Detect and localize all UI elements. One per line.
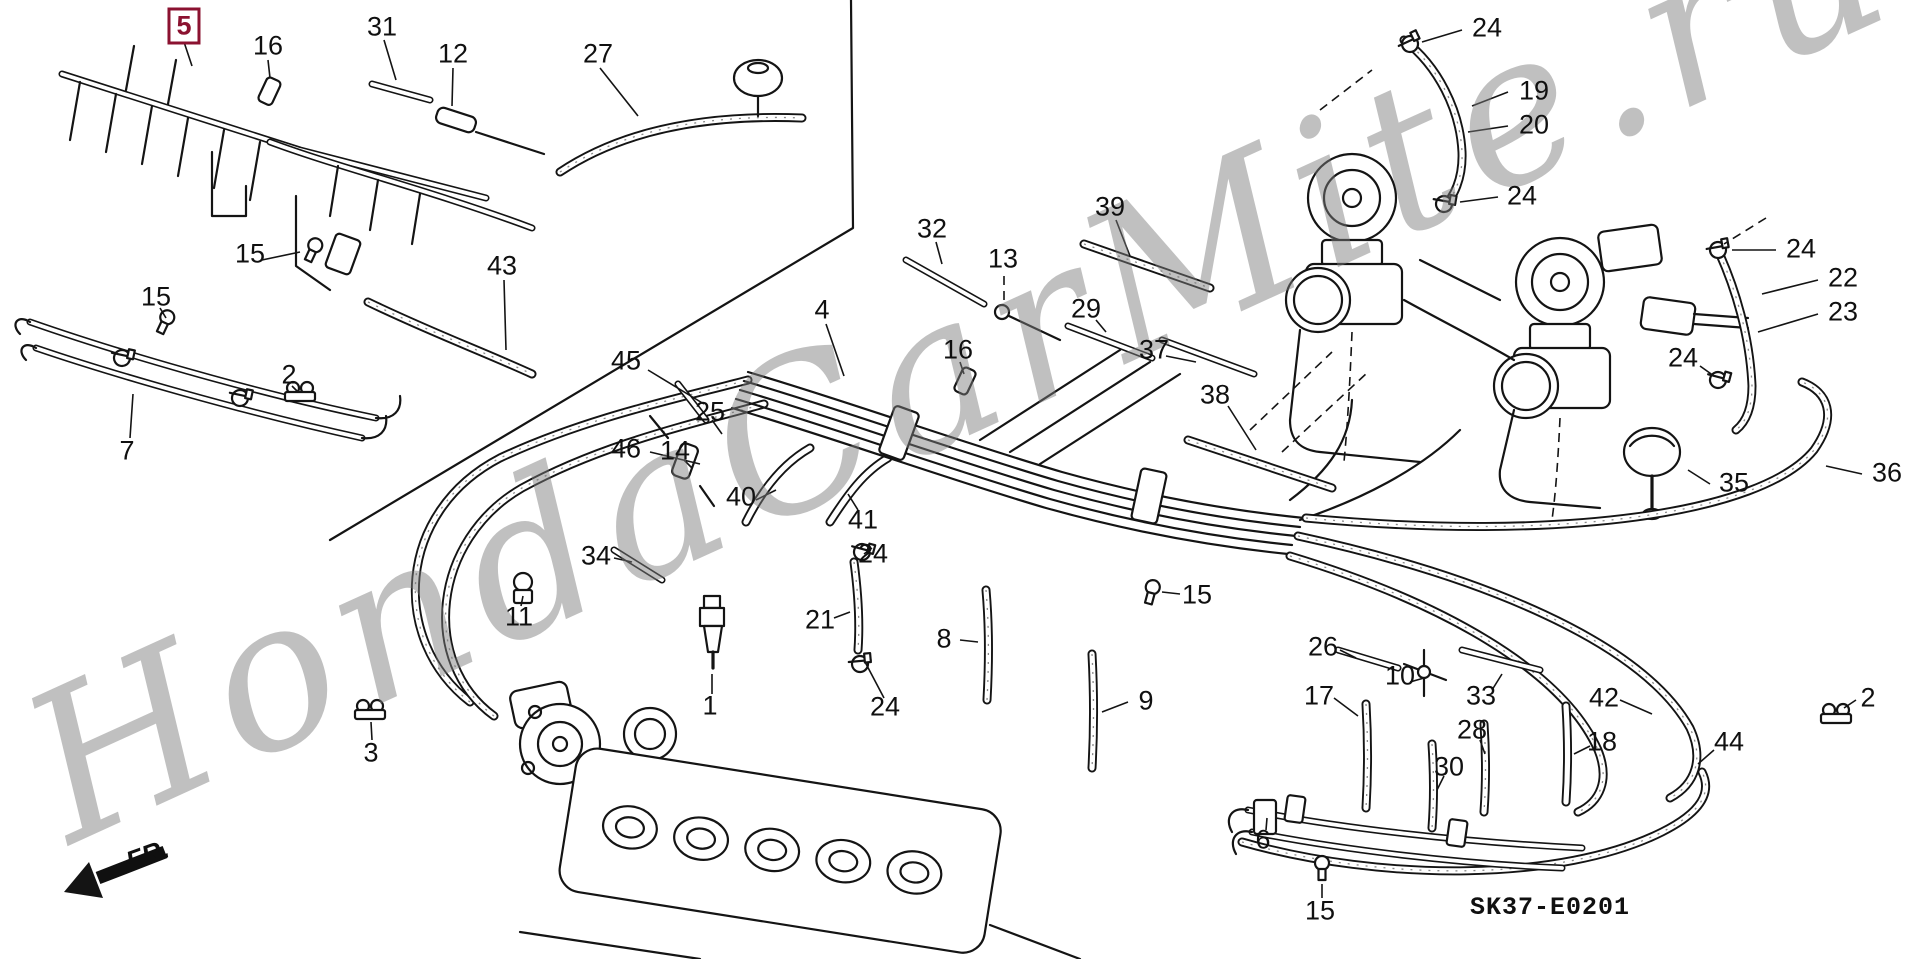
part-callout-31: 31 <box>366 11 398 42</box>
part-callout-11: 11 <box>504 601 534 632</box>
part-callout-18: 18 <box>1586 726 1618 757</box>
part-callout-25: 25 <box>694 396 726 427</box>
part-callout-9: 9 <box>1138 685 1154 716</box>
part-callout-19: 19 <box>1518 75 1550 106</box>
part-callout-16: 16 <box>942 334 974 365</box>
part-callout-41: 41 <box>847 504 879 535</box>
part-callout-44: 44 <box>1713 726 1745 757</box>
part-callout-15: 15 <box>140 281 172 312</box>
part-callout-20: 20 <box>1518 109 1550 140</box>
part-callout-37: 37 <box>1138 334 1170 365</box>
part-callout-15: 15 <box>1181 579 1213 610</box>
part-callout-1: 1 <box>702 690 718 721</box>
part-callout-7: 7 <box>119 435 135 466</box>
fr-arrow-icon <box>64 845 168 898</box>
part-callout-17: 17 <box>1303 680 1335 711</box>
part-callout-27: 27 <box>582 38 614 69</box>
part-callout-33: 33 <box>1465 680 1497 711</box>
part-callout-3: 3 <box>363 737 379 768</box>
part-callout-23: 23 <box>1827 296 1859 327</box>
part-callout-6: 6 <box>1255 824 1271 855</box>
part-callout-26: 26 <box>1307 631 1339 662</box>
part-callout-2: 2 <box>281 359 297 390</box>
part-callout-35: 35 <box>1718 467 1750 498</box>
part-callout-24: 24 <box>857 538 889 569</box>
part-callout-30: 30 <box>1433 751 1465 782</box>
part-callout-24: 24 <box>1667 342 1699 373</box>
engine-block <box>509 594 1082 959</box>
inset-boundary <box>328 0 855 542</box>
part-callout-39: 39 <box>1094 191 1126 222</box>
lower-right-rail <box>1227 650 1582 882</box>
part-callout-24: 24 <box>1785 233 1817 264</box>
part-callout-42: 42 <box>1588 682 1620 713</box>
part-callout-22: 22 <box>1827 262 1859 293</box>
part-callout-28: 28 <box>1456 714 1488 745</box>
part-callout-38: 38 <box>1199 379 1231 410</box>
part-callout-12: 12 <box>437 38 469 69</box>
part-callout-8: 8 <box>936 623 952 654</box>
construction-lines <box>1003 69 1767 521</box>
part-callout-21: 21 <box>804 604 836 635</box>
part-callout-24: 24 <box>1471 12 1503 43</box>
part-callout-2: 2 <box>1860 682 1876 713</box>
part-callout-13: 13 <box>987 243 1019 274</box>
part-callout-15: 15 <box>234 238 266 269</box>
diagram-code: SK37-E0201 <box>1470 893 1631 922</box>
tube-harness-assembly <box>62 44 802 374</box>
part-callout-14: 14 <box>659 435 691 466</box>
top-center-tubes <box>906 244 1332 488</box>
part-callout-5: 5 <box>167 7 201 45</box>
part-callout-15: 15 <box>1304 895 1336 926</box>
part-callout-24: 24 <box>869 691 901 722</box>
part-callout-46: 46 <box>610 433 642 464</box>
leader-lines <box>129 29 1863 898</box>
carburetor-assembly <box>1284 29 1752 521</box>
left-pipe-rails <box>14 318 402 438</box>
part-callout-10: 10 <box>1384 660 1416 691</box>
pipe-bundle <box>730 348 1462 556</box>
part-callout-29: 29 <box>1070 293 1102 324</box>
part-callout-16: 16 <box>252 30 284 61</box>
part-callout-4: 4 <box>814 294 830 325</box>
part-callout-32: 32 <box>916 213 948 244</box>
part-callout-36: 36 <box>1871 457 1903 488</box>
part-callout-34: 34 <box>580 540 612 571</box>
part-callout-43: 43 <box>486 250 518 281</box>
part-callout-24: 24 <box>1506 180 1538 211</box>
part-callout-45: 45 <box>610 345 642 376</box>
part-callout-40: 40 <box>725 481 757 512</box>
